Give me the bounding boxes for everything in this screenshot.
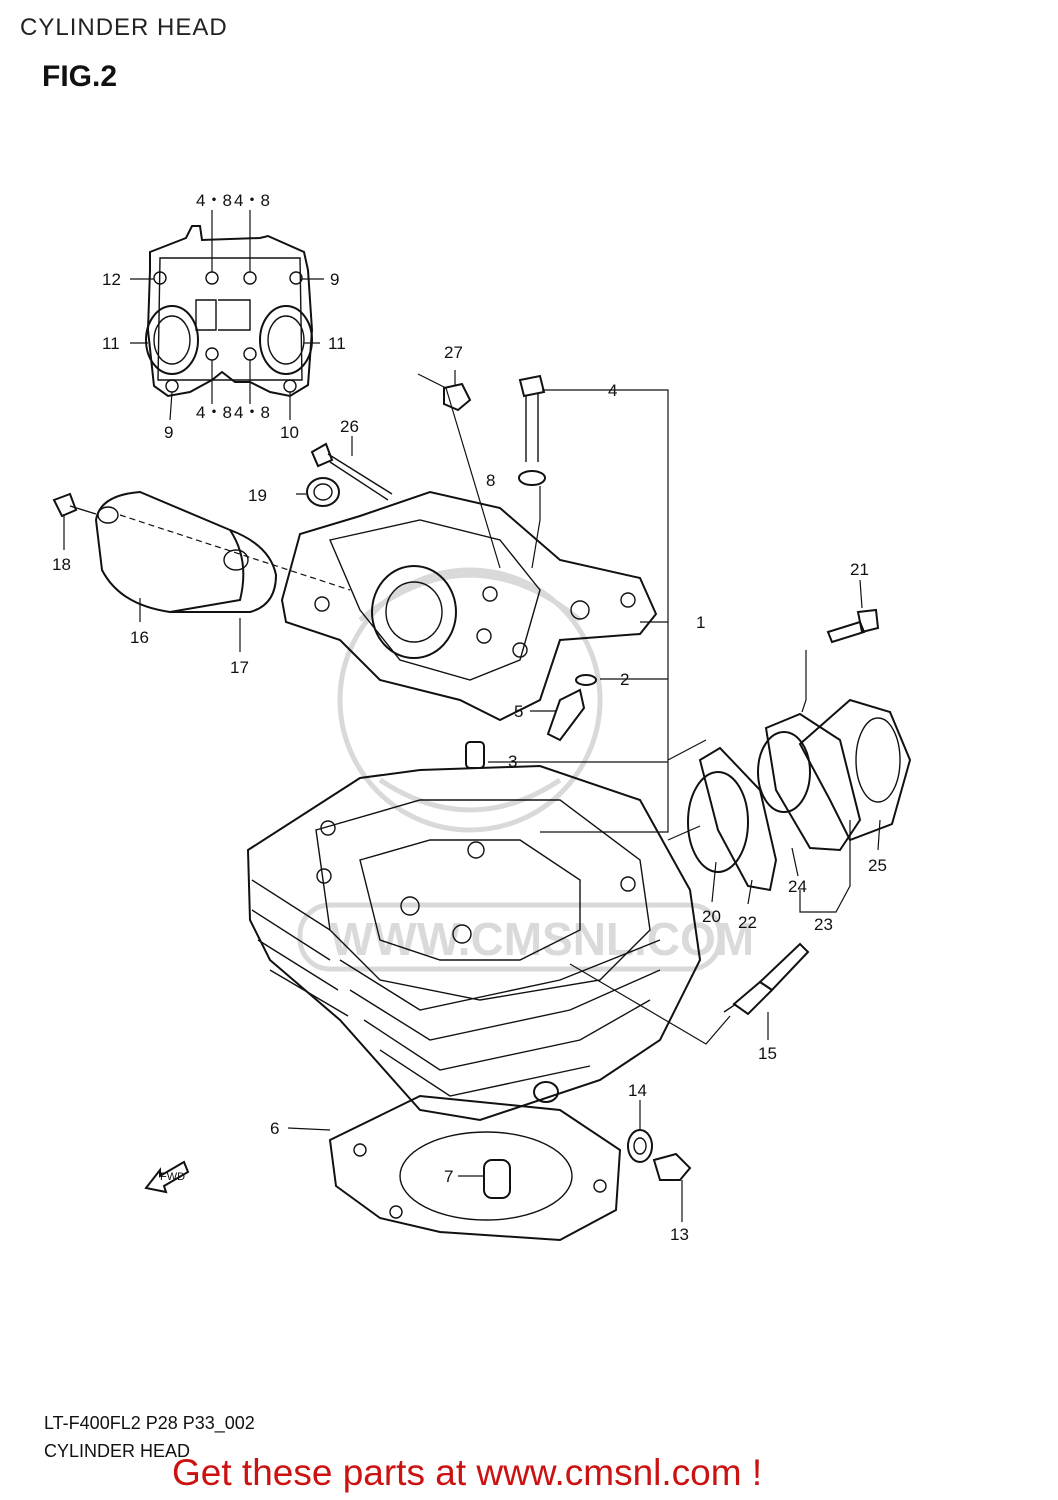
figure-label: FIG.2	[42, 60, 118, 93]
callout-labels: 4・8 4・8 4・8 4・8 12 9 11 11 9 10 27 4 26 …	[52, 191, 887, 1244]
footer-section-name: CYLINDER HEAD	[44, 1441, 191, 1461]
callout-19: 19	[248, 486, 267, 505]
callout-10: 10	[280, 423, 299, 442]
callout-9-top: 9	[330, 270, 339, 289]
callout-15: 15	[758, 1044, 777, 1063]
callout-torque-4: 4・8	[234, 403, 270, 422]
promo-link-text[interactable]: Get these parts at www.cmsnl.com !	[172, 1452, 763, 1493]
callout-12: 12	[102, 270, 121, 289]
plug-cover-assembly	[52, 490, 351, 614]
callout-13: 13	[670, 1225, 689, 1244]
callout-20: 20	[702, 907, 721, 926]
callout-6: 6	[270, 1119, 279, 1138]
callout-27: 27	[444, 343, 463, 362]
watermark-text: WWW.CMSNL.COM	[330, 913, 754, 965]
callout-torque-3: 4・8	[196, 403, 232, 422]
callout-16: 16	[130, 628, 149, 647]
callout-7: 7	[444, 1167, 453, 1186]
camshaft-housing	[280, 490, 658, 722]
fwd-arrow: FWD	[144, 1160, 190, 1194]
callout-8: 8	[486, 471, 495, 490]
intake-assembly	[687, 608, 912, 892]
callout-14: 14	[628, 1081, 647, 1100]
callout-25: 25	[868, 856, 887, 875]
callout-11-left: 11	[102, 334, 120, 353]
callout-3: 3	[508, 752, 517, 771]
footer-diagram-code: LT-F400FL2 P28 P33_002	[44, 1413, 255, 1433]
callout-torque-1: 4・8	[196, 191, 232, 210]
callout-2: 2	[620, 670, 629, 689]
callout-21: 21	[850, 560, 869, 579]
callout-4: 4	[608, 381, 617, 400]
head-cover-topview	[145, 225, 314, 398]
callout-23: 23	[814, 915, 833, 934]
callout-9-bottom: 9	[164, 423, 173, 442]
small-parts-middle	[465, 674, 597, 769]
page-title: CYLINDER HEAD	[20, 14, 228, 41]
callout-18: 18	[52, 555, 71, 574]
cylinder-head-body	[246, 764, 702, 1122]
callout-26: 26	[340, 417, 359, 436]
callout-24: 24	[788, 877, 807, 896]
spark-plug	[723, 942, 810, 1016]
callout-11-right: 11	[328, 334, 346, 353]
callout-1: 1	[696, 613, 705, 632]
leader-lines	[63, 210, 881, 1222]
callout-5: 5	[514, 702, 523, 721]
bolt-washer-nut	[443, 374, 546, 486]
seal-and-bolt	[306, 442, 393, 507]
callout-17: 17	[230, 658, 249, 677]
callout-torque-2: 4・8	[234, 191, 270, 210]
watermark: WWW.CMSNL.COM	[297, 567, 754, 972]
head-gasket	[328, 1094, 622, 1242]
callout-22: 22	[738, 913, 757, 932]
fwd-arrow-label: FWD	[160, 1171, 185, 1183]
drain-plug	[627, 1129, 692, 1181]
